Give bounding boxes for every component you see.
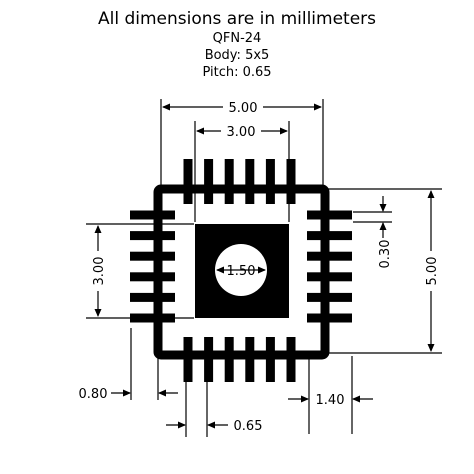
pad-length-label: 0.80: [79, 387, 108, 402]
pad-right-3: [307, 251, 352, 261]
body-size: Body: 5x5: [204, 48, 270, 63]
pad-right-1: [307, 210, 352, 220]
pad-bottom-2: [204, 337, 214, 382]
pad-left-1: [130, 210, 175, 220]
pad-left-5: [130, 292, 175, 302]
pad-right-4: [307, 272, 352, 282]
pad-top-2: [204, 159, 214, 204]
hole-dimension-label: 1.50: [227, 264, 256, 279]
pad-left-2: [130, 231, 175, 241]
pad-extension-label: 1.40: [316, 393, 345, 408]
body-height-label: 5.00: [425, 257, 440, 286]
pad-left-4: [130, 272, 175, 282]
pad-right-2: [307, 231, 352, 241]
pad-top-3: [224, 159, 234, 204]
package-body-outline: [153, 184, 330, 360]
pitch-label: Pitch: 0.65: [202, 65, 272, 80]
pad-column-span-label: 3.00: [92, 257, 107, 286]
body-width-label: 5.00: [229, 101, 258, 116]
pad-bottom-5: [265, 337, 275, 382]
pad-right-6: [307, 313, 352, 323]
pad-top-5: [265, 159, 275, 204]
pad-bottom-3: [224, 337, 234, 382]
pad-row-span-label: 3.00: [227, 125, 256, 140]
pitch-dimension-label: 0.65: [234, 419, 263, 434]
pad-right-5: [307, 292, 352, 302]
pad-bottom-1: [183, 337, 193, 382]
pad-top-1: [183, 159, 193, 204]
package-name: QFN-24: [212, 31, 262, 46]
pad-top-6: [286, 159, 296, 204]
extension-lines: [86, 99, 442, 437]
pad-bottom-4: [245, 337, 255, 382]
pad-left-3: [130, 251, 175, 261]
pad-top-4: [245, 159, 255, 204]
pad-width-label: 0.30: [378, 240, 393, 269]
pad-bottom-6: [286, 337, 296, 382]
diagram-title: All dimensions are in millimeters: [97, 9, 377, 29]
pad-group: [130, 159, 352, 382]
